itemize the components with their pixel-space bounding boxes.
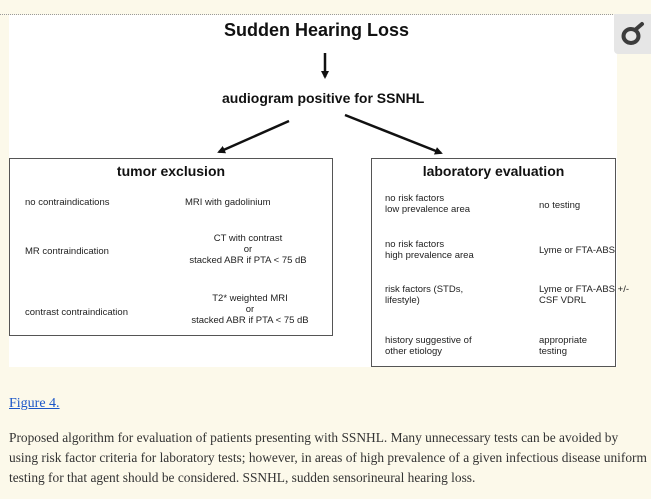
tumor-row3-condition: contrast contraindication xyxy=(25,307,128,318)
tumor-row2-condition: MR contraindication xyxy=(25,246,109,257)
hearing-extension-icon[interactable] xyxy=(614,14,651,54)
laboratory-evaluation-box: laboratory evaluation no risk factors lo… xyxy=(371,158,629,367)
lab-row3-condition-line1: risk factors (STDs, xyxy=(385,284,464,295)
tumor-row3-result: T2* weighted MRI or stacked ABR if PTA <… xyxy=(180,293,320,326)
lab-row1-condition-line1: no risk factors xyxy=(385,193,445,204)
lab-row2-condition: no risk factors high prevalence area xyxy=(385,239,474,261)
lab-row4-result-line2: testing xyxy=(539,346,567,357)
lab-row2-condition-line1: no risk factors xyxy=(385,239,445,250)
figure-caption: Proposed algorithm for evaluation of pat… xyxy=(9,430,647,485)
tumor-row3-result-line3: stacked ABR if PTA < 75 dB xyxy=(191,315,309,326)
laboratory-evaluation-title: laboratory evaluation xyxy=(422,163,565,179)
tumor-row2-result-line3: stacked ABR if PTA < 75 dB xyxy=(189,255,307,266)
lab-row4-result: appropriate testing xyxy=(539,335,587,357)
lab-row4-result-line1: appropriate xyxy=(539,335,588,346)
lab-row3-condition-line2: lifestyle) xyxy=(385,295,420,306)
lab-row1-condition-line2: low prevalence area xyxy=(385,204,471,215)
lab-row4-condition: history suggestive of other etiology xyxy=(385,335,472,357)
lab-row4-condition-line1: history suggestive of xyxy=(385,335,472,346)
tumor-row2-result: CT with contrast or stacked ABR if PTA <… xyxy=(178,233,318,266)
lab-row3-result: Lyme or FTA-ABS +/- CSF VDRL xyxy=(539,284,629,306)
tumor-row3-result-line1: T2* weighted MRI xyxy=(212,293,288,304)
lab-row2-result: Lyme or FTA-ABS xyxy=(539,245,616,256)
arrow-to-lab xyxy=(344,113,443,155)
arrow-to-tumor xyxy=(217,119,290,154)
lab-row1-condition: no risk factors low prevalence area xyxy=(385,193,470,215)
tumor-row1-condition: no contraindications xyxy=(25,197,110,208)
lab-row3-result-line2: CSF VDRL xyxy=(539,295,586,306)
lab-row2-condition-line2: high prevalence area xyxy=(385,250,474,261)
figure-link[interactable]: Figure 4. xyxy=(9,396,60,411)
tumor-row2-result-line1: CT with contrast xyxy=(213,233,283,244)
top-dotted-rule xyxy=(0,14,651,15)
tumor-exclusion-box: tumor exclusion no contraindications MRI… xyxy=(9,158,333,336)
flowchart-step-audiogram: audiogram positive for SSNHL xyxy=(222,90,425,106)
flowchart-title: Sudden Hearing Loss xyxy=(224,20,410,40)
lab-row3-condition: risk factors (STDs, lifestyle) xyxy=(385,284,463,306)
tumor-row2-result-line2: or xyxy=(243,244,253,255)
tumor-row3-result-line2: or xyxy=(245,304,255,315)
figure-image: Sudden Hearing Loss audiogram positive f… xyxy=(9,15,629,367)
tumor-row1-result: MRI with gadolinium xyxy=(185,197,271,208)
tumor-exclusion-title: tumor exclusion xyxy=(116,163,226,179)
lab-row4-condition-line2: other etiology xyxy=(385,346,443,357)
lab-row3-result-line1: Lyme or FTA-ABS +/- xyxy=(539,284,630,295)
lab-row1-result: no testing xyxy=(539,200,581,211)
